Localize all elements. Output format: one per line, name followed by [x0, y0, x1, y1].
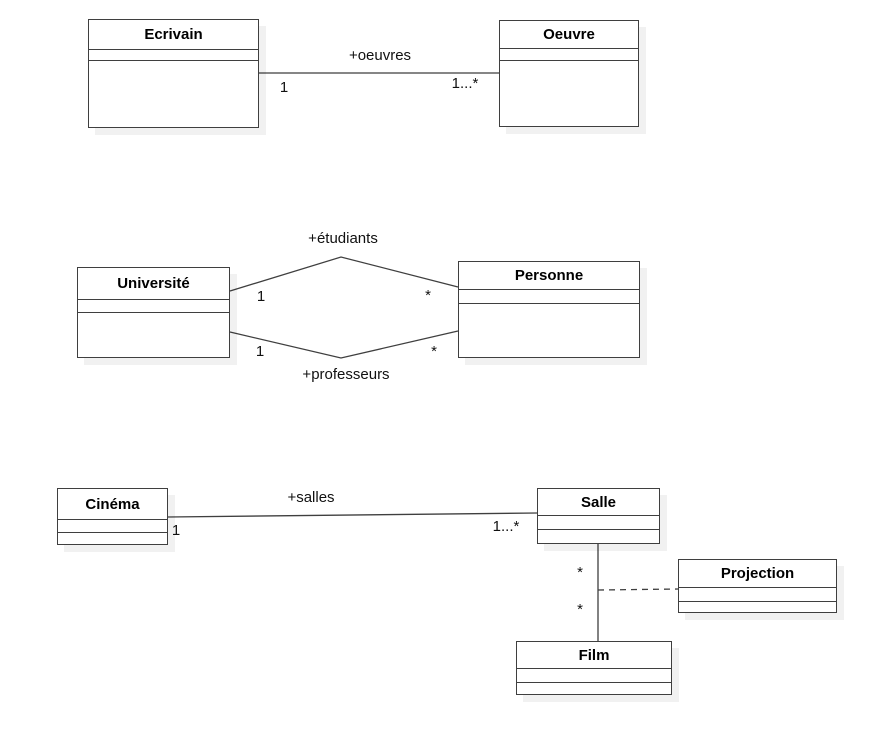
multiplicity-cinema-side: 1 [171, 521, 181, 539]
class-box-ecrivain: Ecrivain [88, 19, 259, 128]
class-name-film: Film [517, 642, 671, 669]
multiplicity-etudiants-universite-side: 1 [256, 287, 266, 305]
class-box-universite: Université [77, 267, 230, 358]
class-box-film: Film [516, 641, 672, 695]
class-name-universite: Université [78, 268, 229, 300]
class-ecrivain-methods-compartment [89, 61, 258, 127]
multiplicity-oeuvre-side: 1...* [451, 74, 479, 92]
class-film-methods-compartment [517, 683, 671, 694]
association-label-oeuvres: +oeuvres [348, 46, 412, 64]
class-salle-methods-compartment [538, 530, 659, 543]
class-cinema-methods-compartment [58, 533, 167, 544]
multiplicity-professeurs-personne-side: * [431, 342, 437, 360]
universite-personne-professeurs-association-line [229, 330, 459, 359]
multiplicity-salle-side: 1...* [492, 517, 520, 535]
projection-association-class-dashed-link [597, 588, 679, 591]
multiplicity-ecrivain-side: 1 [279, 78, 289, 96]
multiplicity-professeurs-universite-side: 1 [255, 342, 265, 360]
class-oeuvre-methods-compartment [500, 61, 638, 126]
universite-personne-etudiants-association-line [229, 256, 459, 292]
class-name-oeuvre: Oeuvre [500, 21, 638, 49]
class-salle-attributes-compartment [538, 516, 659, 530]
multiplicity-salle-film-film-side: * [577, 600, 583, 618]
multiplicity-salle-film-salle-side: * [577, 563, 583, 581]
class-name-projection: Projection [679, 560, 836, 588]
class-box-oeuvre: Oeuvre [499, 20, 639, 127]
class-box-personne: Personne [458, 261, 640, 358]
multiplicity-etudiants-personne-side: * [425, 286, 431, 304]
class-personne-attributes-compartment [459, 290, 639, 304]
class-box-projection: Projection [678, 559, 837, 613]
class-universite-attributes-compartment [78, 300, 229, 313]
class-cinema-attributes-compartment [58, 520, 167, 533]
class-personne-methods-compartment [459, 304, 639, 357]
class-box-cinema: Cinéma [57, 488, 168, 545]
class-universite-methods-compartment [78, 313, 229, 357]
cinema-salle-association-line [167, 512, 538, 518]
class-projection-attributes-compartment [679, 588, 836, 602]
class-name-ecrivain: Ecrivain [89, 20, 258, 50]
class-projection-methods-compartment [679, 602, 836, 612]
class-box-salle: Salle [537, 488, 660, 544]
class-name-salle: Salle [538, 489, 659, 516]
association-label-salles: +salles [287, 488, 335, 506]
class-name-personne: Personne [459, 262, 639, 290]
class-film-attributes-compartment [517, 669, 671, 683]
association-label-professeurs: +professeurs [302, 365, 390, 383]
association-label-etudiants: +étudiants [308, 229, 378, 247]
class-name-cinema: Cinéma [58, 489, 167, 520]
class-oeuvre-attributes-compartment [500, 49, 638, 61]
class-ecrivain-attributes-compartment [89, 50, 258, 61]
